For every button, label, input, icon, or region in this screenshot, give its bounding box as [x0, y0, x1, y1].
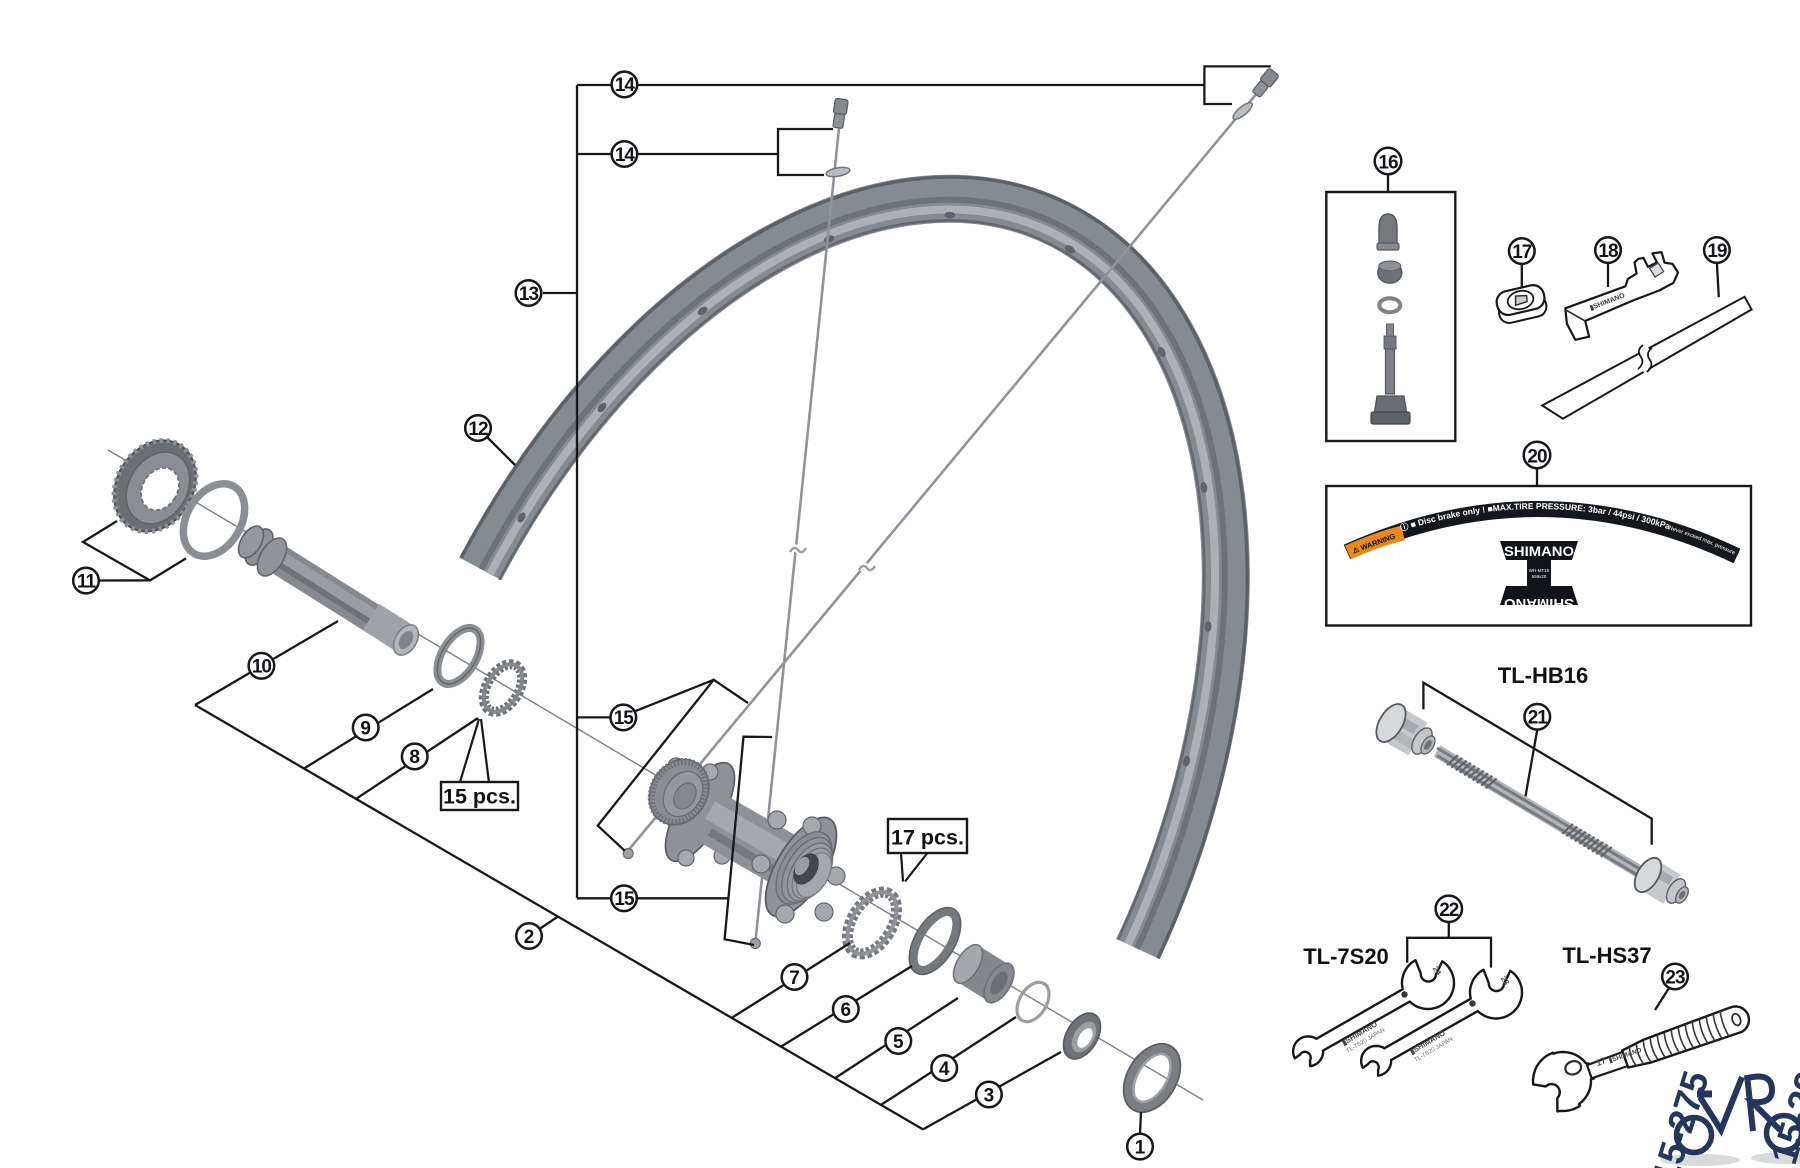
svg-text:3: 3: [984, 1085, 995, 1106]
svg-text:19: 19: [1707, 241, 1727, 262]
svg-text:15: 15: [614, 708, 635, 729]
svg-text:5: 5: [893, 1032, 904, 1053]
svg-text:14: 14: [615, 145, 636, 166]
svg-text:559x20: 559x20: [1532, 574, 1547, 579]
svg-text:13: 13: [519, 284, 539, 305]
svg-text:15 pcs.: 15 pcs.: [443, 785, 516, 809]
svg-text:6: 6: [841, 1000, 852, 1021]
svg-text:15: 15: [614, 889, 635, 910]
svg-text:10: 10: [252, 657, 272, 678]
svg-text:16: 16: [1378, 152, 1398, 173]
svg-text:4: 4: [939, 1059, 950, 1080]
svg-text:11: 11: [77, 571, 97, 592]
svg-text:12: 12: [468, 419, 488, 440]
svg-text:14: 14: [615, 75, 636, 96]
svg-text:2: 2: [524, 927, 535, 948]
svg-text:7: 7: [789, 968, 800, 989]
svg-text:TL-HB16: TL-HB16: [1498, 663, 1588, 688]
svg-text:TL-7S20: TL-7S20: [1303, 944, 1389, 969]
svg-text:21: 21: [1528, 708, 1549, 729]
svg-text:22: 22: [1439, 900, 1459, 921]
svg-text:23: 23: [1665, 967, 1685, 988]
svg-text:17: 17: [1512, 242, 1532, 263]
svg-text:SHIMANO: SHIMANO: [1504, 596, 1574, 611]
svg-text:20: 20: [1527, 446, 1547, 467]
svg-text:9: 9: [360, 718, 371, 739]
svg-text:SHIMANO: SHIMANO: [1504, 544, 1574, 559]
svg-text:18: 18: [1598, 241, 1618, 262]
svg-text:17: 17: [1595, 1055, 1608, 1068]
svg-text:TL-HS37: TL-HS37: [1562, 943, 1651, 968]
svg-text:8: 8: [409, 747, 420, 768]
svg-text:17 pcs.: 17 pcs.: [891, 826, 964, 850]
svg-text:WH-MT15: WH-MT15: [1529, 568, 1550, 573]
svg-text:1: 1: [1135, 1137, 1146, 1158]
